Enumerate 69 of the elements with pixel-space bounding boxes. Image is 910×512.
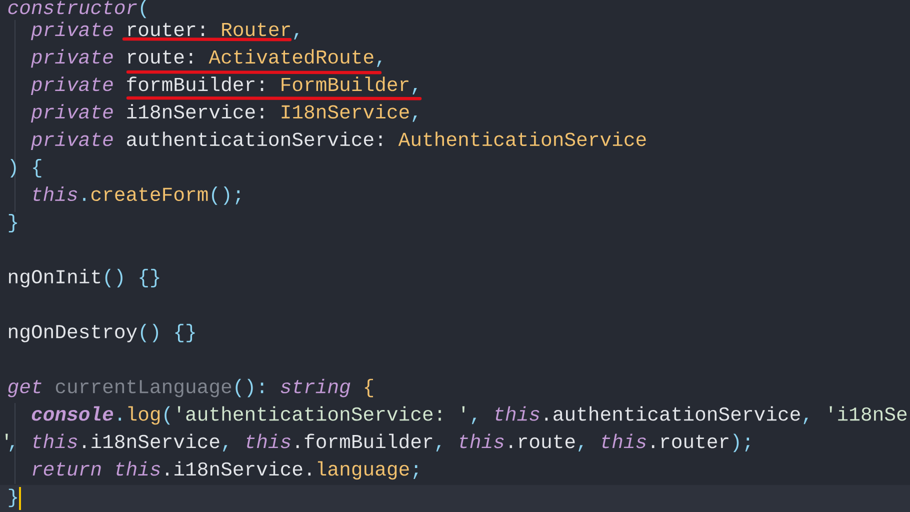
code-token: () — [105, 268, 122, 288]
code-token: currentLanguage — [56, 380, 232, 398]
code-token: private — [30, 104, 113, 123]
code-token: , — [377, 60, 382, 67]
code-token: this — [602, 434, 646, 448]
code-token: .formBuilder — [296, 434, 432, 448]
code-token: { — [364, 378, 373, 398]
code-token: . — [83, 198, 86, 201]
code-token: ) — [10, 159, 16, 178]
code-token: private — [30, 132, 113, 150]
code-token: formBuilder: — [127, 76, 264, 92]
code-token: ( — [164, 406, 170, 425]
code-token: this — [34, 434, 78, 448]
code-token: router: — [128, 22, 204, 36]
code-token: , — [412, 88, 417, 94]
code-token: { — [33, 159, 42, 178]
code-token: AuthenticationService — [398, 132, 646, 146]
code-token: {} — [140, 268, 160, 288]
code-token: language — [318, 461, 409, 480]
code-token: this — [246, 434, 290, 448]
code-token: ( — [140, 0, 146, 18]
code-token: i18nService: — [127, 104, 264, 119]
code-token: .authenticationService — [545, 406, 800, 421]
code-token: , — [804, 418, 808, 424]
code-token: . — [118, 418, 121, 421]
code-token: string — [280, 378, 350, 398]
code-token: 'i18nSe — [830, 406, 907, 421]
code-token: log — [128, 406, 160, 425]
code-token: createForm — [91, 188, 208, 202]
code-token: (); — [212, 186, 240, 205]
code-token: ngOnInit — [9, 268, 100, 288]
code-token: return — [32, 462, 101, 476]
code-token: () — [140, 324, 158, 342]
code-token: Router — [222, 22, 290, 36]
code-token: this — [460, 434, 504, 448]
code-token: , — [472, 418, 476, 424]
code-token: ' — [6, 434, 8, 440]
code-token: , — [436, 445, 441, 452]
code-token: ActivatedRoute — [208, 49, 374, 64]
code-token: , — [10, 445, 14, 452]
code-token: .router — [652, 434, 728, 448]
code-token: .route — [510, 434, 575, 448]
code-token: I18nService — [282, 104, 409, 119]
code-token: , — [412, 116, 417, 122]
code-token: constructor — [8, 0, 137, 14]
code-token: ngOnDestroy — [9, 324, 137, 342]
code-token: , — [578, 445, 583, 452]
code-token: this — [496, 406, 540, 421]
code-token: route: — [128, 50, 192, 64]
code-token: .i18nService. — [166, 461, 311, 476]
code-token: {} — [175, 324, 195, 342]
code-token: } — [8, 488, 17, 508]
code-token: 'authenticationService: ' — [178, 406, 465, 421]
code-token: console — [32, 406, 114, 421]
code-token: authenticationService: — [127, 132, 382, 146]
code-token: this — [116, 461, 160, 476]
code-token: private — [30, 49, 113, 68]
code-token: private — [30, 22, 113, 40]
code-token: get — [8, 380, 42, 398]
code-token: FormBuilder — [282, 76, 408, 92]
code-token: .i18nService — [83, 434, 220, 448]
code-token: private — [30, 76, 113, 96]
code-token: ; — [414, 465, 418, 480]
code-token: ); — [733, 434, 750, 452]
code-token: this — [34, 186, 78, 202]
code-token: (): — [236, 378, 264, 398]
code-token: , — [223, 445, 228, 452]
code-token: } — [8, 214, 17, 232]
code-token: , — [294, 33, 298, 40]
